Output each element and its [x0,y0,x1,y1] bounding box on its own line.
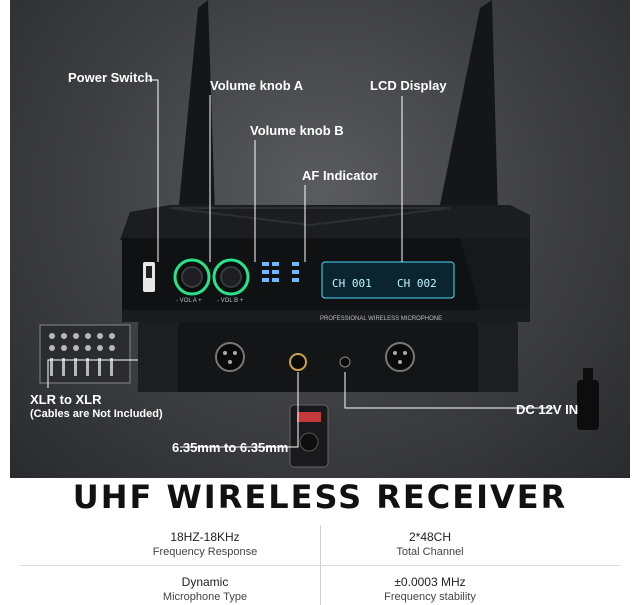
spec-label: Total Channel [396,546,464,558]
spec-label: Microphone Type [162,591,248,603]
mixer-image [39,324,131,384]
spec-microphone-type: Dynamic Microphone Type [50,575,360,603]
lcd-channel-right: CH 002 [397,277,437,290]
spec-value: ±0.0003 MHz [394,575,466,589]
dc-port [339,356,351,368]
spec-frequency-response: 18HZ-18KHz Frequency Response [50,530,360,558]
power-adapter [577,380,599,430]
product-title: UHF WIRELESS RECEIVER [72,478,568,516]
callout-dc-in: DC 12V IN [516,402,579,417]
spec-label: Frequency stability [384,591,476,603]
spec-total-channel: 2*48CH Total Channel [275,530,585,558]
lcd-display [321,261,455,299]
antenna-left [178,0,215,215]
xlr-output-b [385,342,415,372]
back-panel [138,322,518,392]
callout-volume-knob-b: Volume knob B [250,123,344,138]
product-photo: - VOL A + - VOL B + CH 001 CH 002 PROFES… [10,0,630,478]
antenna-right [438,0,498,215]
receiver-illustration: - VOL A + - VOL B + CH 001 CH 002 PROFES… [39,0,599,468]
spec-value: 2*48CH [408,530,452,544]
svg-text:- VOL A +: - VOL A + [176,298,202,304]
spec-label: Frequency Response [152,546,258,558]
front-label: PROFESSIONAL WIRELESS MICROPHONE [320,316,442,322]
svg-text:- VOL B +: - VOL B + [217,298,244,304]
callout-volume-knob-a: Volume knob A [210,78,304,93]
jack-6-35 [289,353,307,371]
callout-af-indicator: AF Indicator [302,168,378,183]
spec-value: 18HZ-18KHz [170,530,240,544]
callout-power-switch: Power Switch [68,70,153,85]
spec-divider-horizontal [20,565,620,566]
spec-value: Dynamic [181,575,229,589]
callout-xlr: XLR to XLR [30,392,102,407]
xlr-output-a [215,342,245,372]
callout-jack: 6.35mm to 6.35mm [172,440,289,455]
spec-frequency-stability: ±0.0003 MHz Frequency stability [275,575,585,603]
callout-xlr-note: (Cables are Not Included) [30,408,163,420]
callout-lcd-display: LCD Display [370,78,447,93]
lcd-channel-left: CH 001 [332,277,372,290]
af-indicator [262,262,299,282]
